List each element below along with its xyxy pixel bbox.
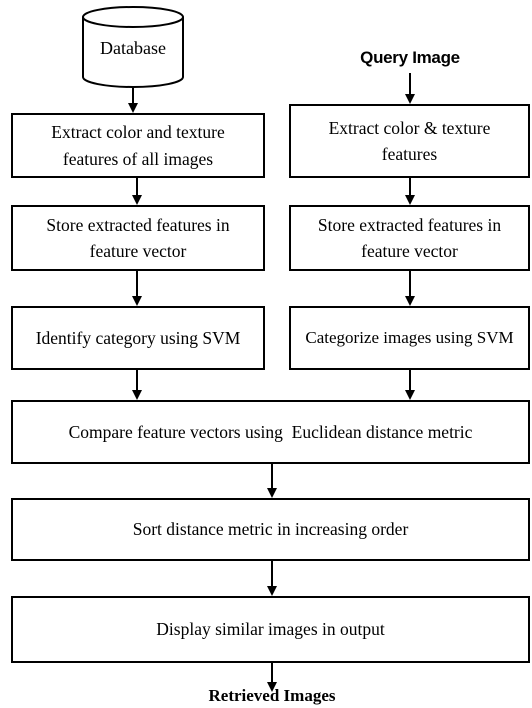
display-similar-images-box: Display similar images in output	[11, 596, 530, 663]
sort-distance-text: Sort distance metric in increasing order	[132, 519, 409, 540]
compare-feature-vectors-text: Compare feature vectors using Euclidean …	[68, 421, 473, 442]
right-extract-features-text: Extract color & texture features	[328, 117, 491, 164]
database-cylinder-shape	[82, 6, 184, 88]
database-label: Database	[100, 38, 166, 58]
left-extract-features-text: Extract color and texture features of al…	[51, 122, 225, 169]
left-store-features-box: Store extracted features in feature vect…	[11, 205, 265, 271]
sort-distance-box: Sort distance metric in increasing order	[11, 498, 530, 561]
display-similar-images-text: Display similar images in output	[156, 619, 385, 640]
categorize-images-text: Categorize images using SVM	[305, 328, 514, 348]
left-store-features-text: Store extracted features in feature vect…	[46, 214, 230, 261]
compare-feature-vectors-box: Compare feature vectors using Euclidean …	[11, 400, 530, 464]
right-store-features-box: Store extracted features in feature vect…	[289, 205, 530, 271]
right-store-features-text: Store extracted features in feature vect…	[317, 214, 502, 261]
identify-category-box: Identify category using SVM	[11, 306, 265, 370]
identify-category-text: Identify category using SVM	[35, 327, 241, 348]
retrieved-images-label: Retrieved Images	[208, 686, 336, 705]
categorize-images-box: Categorize images using SVM	[289, 306, 530, 370]
right-extract-features-box: Extract color & texture features	[289, 104, 530, 178]
query-image-label: Query Image	[360, 48, 460, 67]
left-extract-features-box: Extract color and texture features of al…	[11, 113, 265, 178]
